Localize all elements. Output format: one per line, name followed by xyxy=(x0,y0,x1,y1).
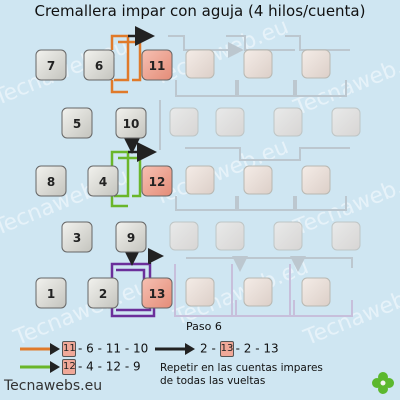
bead-12: 12 xyxy=(141,165,173,197)
bead-number: 10 xyxy=(123,117,140,131)
bead-4: 4 xyxy=(87,165,119,197)
bead-9: 9 xyxy=(115,221,147,253)
bead-number: 9 xyxy=(127,231,135,245)
legend-bead: 13 xyxy=(219,341,234,357)
bead-5: 5 xyxy=(61,107,93,139)
bead-1: 1 xyxy=(35,277,67,309)
bead-11: 11 xyxy=(141,49,173,81)
bead-number: 3 xyxy=(73,231,81,245)
diagram-title: Cremallera impar con aguja (4 hilos/cuen… xyxy=(34,2,366,20)
green-arrow-icon xyxy=(20,361,60,373)
bead-number: 8 xyxy=(47,175,55,189)
clover-icon xyxy=(372,372,394,394)
step-label: Paso 6 xyxy=(186,320,222,333)
orange-arrow-icon xyxy=(20,343,60,355)
legend-bead: 11 xyxy=(62,341,76,357)
bead-number: 4 xyxy=(99,175,107,189)
bead-6: 6 xyxy=(83,49,115,81)
black-arrow-icon xyxy=(155,343,195,355)
bead-number: 12 xyxy=(149,175,166,189)
bead-number: 6 xyxy=(95,59,103,73)
bead-number: 7 xyxy=(47,59,55,73)
legend-item-black: 2 - 13- 2 - 13 xyxy=(200,341,279,357)
bead-10: 10 xyxy=(115,107,147,139)
orange-thread xyxy=(110,26,155,94)
bead-8: 8 xyxy=(35,165,67,197)
bead-3: 3 xyxy=(61,221,93,253)
faded-beads xyxy=(169,49,361,307)
instruction-note: Repetir en las cuentas impares de todas … xyxy=(160,362,323,387)
bead-number: 13 xyxy=(149,287,166,301)
legend-item-green: 12- 4 - 12 - 9 xyxy=(62,359,141,375)
legend-bead: 12 xyxy=(62,359,76,375)
bead-number: 11 xyxy=(149,59,166,73)
bead-7: 7 xyxy=(35,49,67,81)
bead-number: 1 xyxy=(47,287,55,301)
bead-number: 2 xyxy=(99,287,107,301)
bead-13: 13 xyxy=(141,277,173,309)
legend-item-orange: 11- 6 - 11 - 10 xyxy=(62,341,149,357)
bead-number: 5 xyxy=(73,117,81,131)
faded-thread-paths xyxy=(159,35,353,317)
bead-2: 2 xyxy=(87,277,119,309)
brand-logo-text: Tecnawebs.eu xyxy=(4,378,103,394)
